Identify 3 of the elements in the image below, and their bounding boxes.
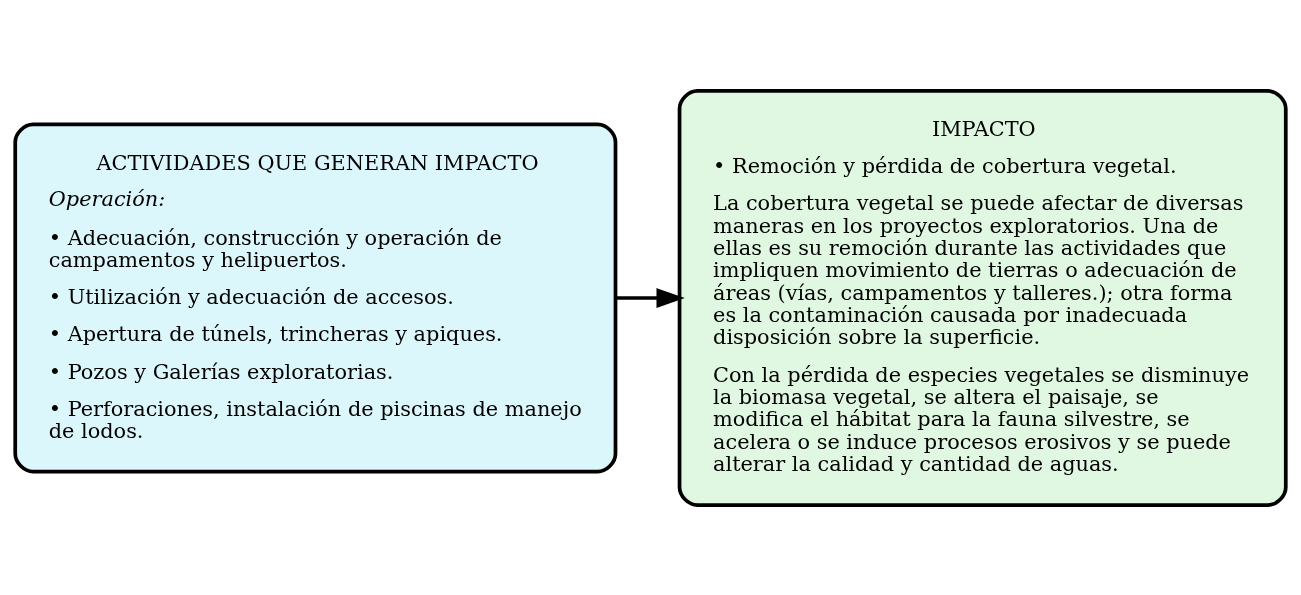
node-box: IMPACTO • Remoción y pérdida de cobertura vegetal. La cobertura vegetal se puede afectar de diversas maneras en los proyectos exploratorios. Una de ellas es su remoción durante las actividades que impliquen movimiento de tierras o adecuación de áreas (vías, campamentos y talleres.); otra forma es la contaminación causada por inadecuada disposición sobre la superficie. Con la pérdida de especies vegetales se disminuye la biomasa vegetal, se altera el paisaje, se modifica el hábitat para la fauna silvestre, se acelera o se induce procesos erosivos y se puede alterar la calidad y cantidad de aguas.: [677, 88, 1288, 507]
node-box: ACTIVIDADES QUE GENERAN IMPACTO Operación: • Adecuación, construcción y operación de campamentos y helipuertos. • Utilización y adecuación de accesos. • Apertura de túnels, trincheras y apiques. • Pozos y Galerías exploratorias. • Perforaciones, instalación de piscinas de manejo de lodos.: [13, 122, 618, 473]
arrow: [615, 287, 685, 308]
